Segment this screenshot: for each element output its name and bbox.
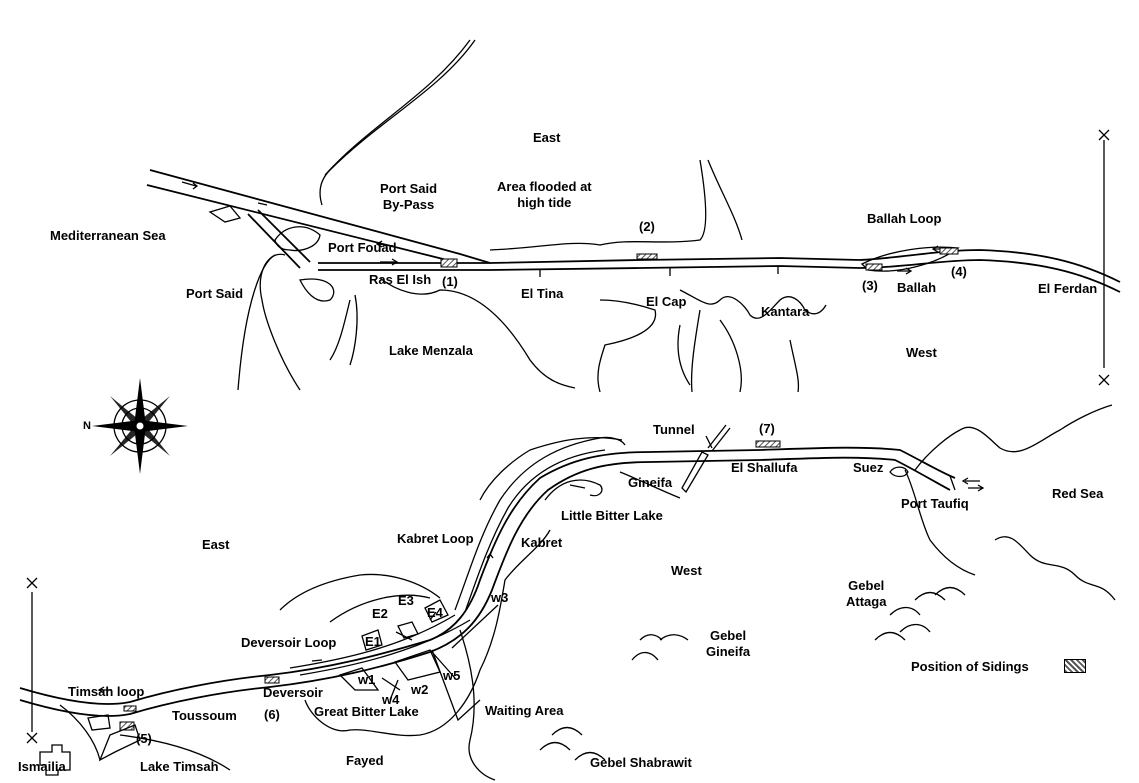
label-gebel-attaga: Gebel Attaga (846, 578, 886, 610)
label-area-flooded-line2: high tide (517, 195, 572, 210)
label-siding-7: (7) (759, 421, 775, 436)
label-waiting-area: Waiting Area (485, 703, 564, 718)
label-el-ferdan: El Ferdan (1038, 281, 1098, 296)
label-ras-el-ish: Ras El Ish (369, 272, 432, 287)
label-west-bottom: West (671, 563, 702, 578)
label-kantara: Kantara (761, 304, 810, 319)
label-tunnel: Tunnel (653, 422, 695, 437)
label-area-flooded-line1: Area flooded at (497, 179, 592, 194)
legend-position-of-sidings: Position of Sidings (911, 659, 1029, 674)
label-el-tina: El Tina (521, 286, 564, 301)
label-gebel-attaga-line2: Attaga (846, 594, 887, 609)
label-el-shallufa: El Shallufa (731, 460, 798, 475)
label-kabret: Kabret (521, 535, 563, 550)
label-siding-1: (1) (442, 274, 458, 289)
label-port-said-bypass-line2: By-Pass (382, 197, 435, 212)
northern-canal (146, 39, 1121, 393)
label-timsah-loop: Timsah loop (68, 684, 145, 699)
label-port-said-bypass-line1: Port Said (380, 181, 438, 196)
label-port-said: Port Said (186, 286, 244, 301)
label-e1: E1 (365, 634, 381, 649)
label-lake-timsah: Lake Timsah (140, 759, 219, 774)
label-red-sea: Red Sea (1052, 486, 1104, 501)
label-w3: w3 (491, 590, 509, 605)
label-siding-3: (3) (862, 278, 878, 293)
label-gebel-gineifa: Gebel Gineifa (706, 628, 750, 660)
label-el-cap: El Cap (646, 294, 687, 309)
compass-rose-icon (92, 378, 188, 474)
label-east-bottom: East (202, 537, 230, 552)
label-e3: E3 (398, 593, 414, 608)
label-port-said-bypass: Port Said By-Pass (380, 181, 437, 213)
legend-siding-swatch (1064, 659, 1086, 673)
label-deversoir-loop: Deversoir Loop (241, 635, 337, 650)
label-w4: w4 (382, 692, 400, 707)
southern-canal (19, 404, 1116, 781)
label-area-flooded: Area flooded at high tide (497, 179, 592, 211)
label-w5: w5 (443, 668, 461, 683)
label-port-taufiq: Port Taufiq (901, 496, 969, 511)
label-e2: E2 (372, 606, 388, 621)
label-gineifa: Gineifa (628, 475, 673, 490)
label-ismailia: Ismailia (18, 759, 66, 774)
label-e4: E4 (427, 605, 443, 620)
label-toussoum: Toussoum (172, 708, 237, 723)
label-gebel-gineifa-line2: Gineifa (706, 644, 751, 659)
label-siding-4: (4) (951, 264, 967, 279)
label-lake-menzala: Lake Menzala (389, 343, 473, 358)
label-mediterranean-sea: Mediterranean Sea (50, 228, 166, 243)
label-fayed: Fayed (346, 753, 384, 768)
label-siding-6: (6) (264, 707, 280, 722)
label-deversoir: Deversoir (263, 685, 323, 700)
label-w1: w1 (358, 672, 376, 687)
label-little-bitter-lake: Little Bitter Lake (561, 508, 663, 523)
label-gebel-shabrawit: Gebel Shabrawit (590, 755, 692, 770)
label-gebel-gineifa-line1: Gebel (709, 628, 747, 643)
label-west-top: West (906, 345, 937, 360)
label-great-bitter-lake: Great Bitter Lake (314, 704, 419, 719)
label-suez: Suez (853, 460, 884, 475)
label-ballah: Ballah (897, 280, 937, 295)
label-gebel-attaga-line1: Gebel (848, 578, 885, 593)
label-siding-5: (5) (136, 731, 152, 746)
label-w2: w2 (411, 682, 429, 697)
label-siding-2: (2) (639, 219, 655, 234)
label-compass-north: N (83, 420, 91, 432)
label-port-fouad: Port Fouad (328, 240, 397, 255)
label-kabret-loop: Kabret Loop (397, 531, 474, 546)
label-east-top: East (533, 130, 561, 145)
label-ballah-loop: Ballah Loop (867, 211, 942, 226)
